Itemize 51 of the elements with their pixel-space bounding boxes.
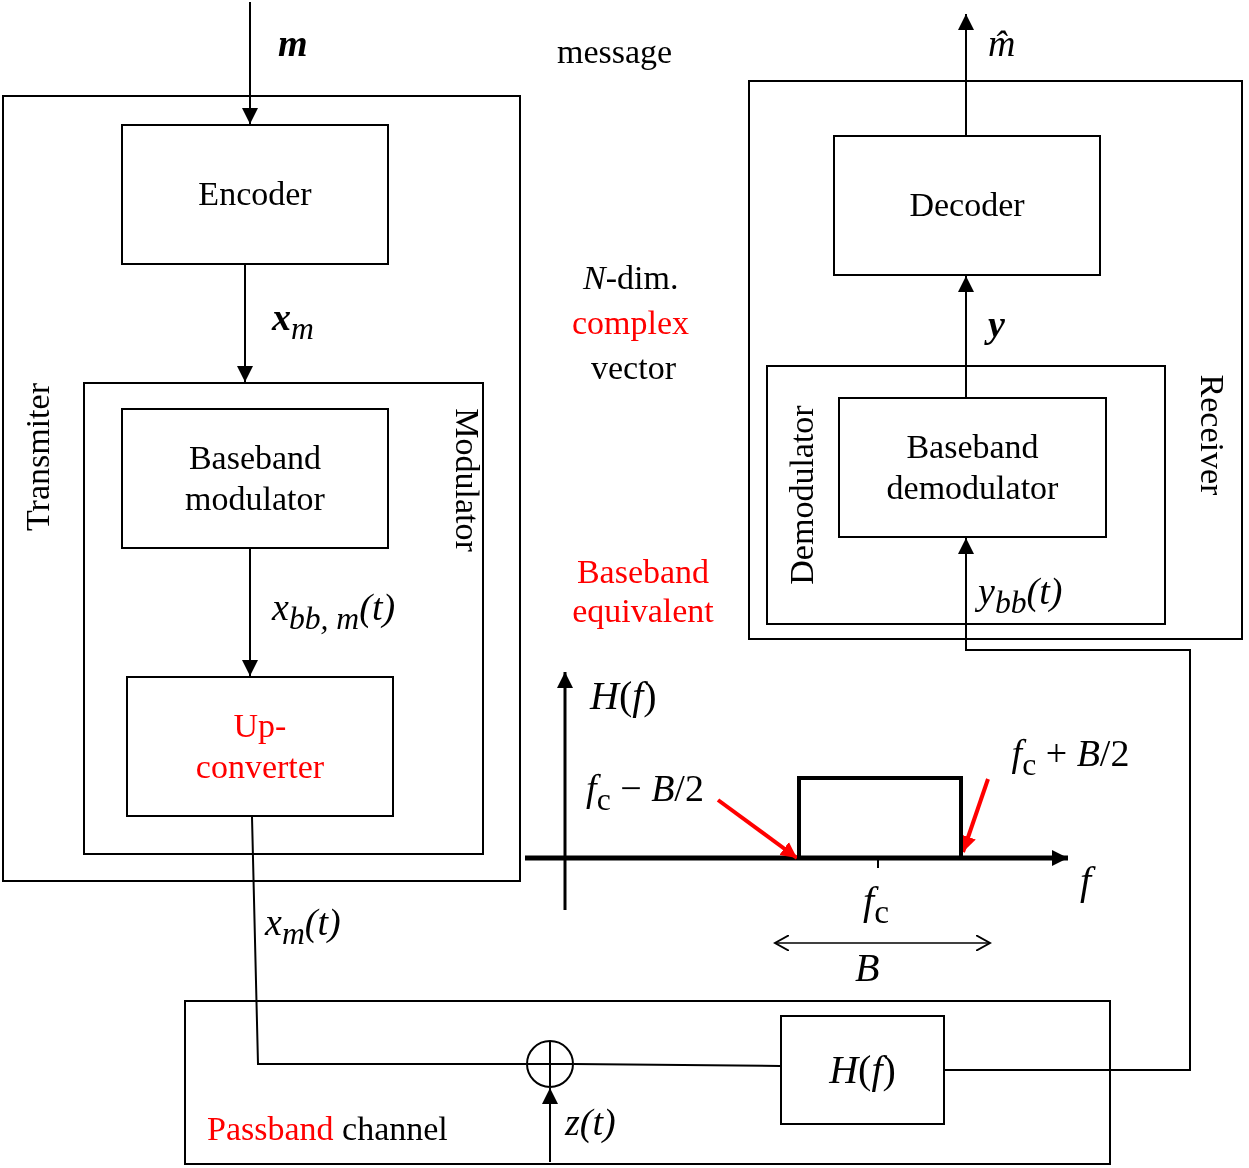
group-title: Transmiter [21,383,55,531]
box-label: Encoder [198,174,312,215]
annotation-text: Baseband equivalent [571,552,715,631]
arrow [242,548,258,677]
formula-label: f$_{c}$ − B/2 [586,766,704,818]
annotation-text: vector [591,348,676,388]
connector-line [251,816,527,1065]
summing-junction [526,1040,574,1088]
group-box [83,382,484,855]
arrow [958,13,974,136]
group-title: Receiver [1195,374,1229,496]
arrow [237,264,253,383]
box-label: Decoder [909,185,1025,226]
tick-label: f$_{c}$ [863,878,889,932]
group-title: Passband channel [207,1112,448,1146]
edge-label: x$_{bb, m}$(t) [272,586,396,637]
annotation-text: N-dim. [583,258,679,298]
process-box [838,397,1107,538]
axis-label: H(f) [590,673,657,719]
edge-label: m [278,22,308,66]
process-box [833,135,1101,276]
annotation-text: complex [572,303,690,343]
edge-label: x$_{m}$(t) [265,901,341,952]
formula-label: f$_{c}$ + B/2 [1011,731,1130,783]
group-box [748,80,1243,640]
edge-label: m̂ [988,22,1016,66]
group-box [766,365,1166,625]
arrow [958,275,974,398]
annotation-text: message [557,32,673,72]
arrow [242,1,258,125]
leader-line [716,798,799,860]
box-label: Baseband demodulator [885,426,1060,508]
dimension-label: B [855,945,880,991]
box-label: Baseband modulator [184,437,326,519]
box-label: Up-converter [194,705,326,787]
process-box [126,676,394,817]
edge-label: x$_{m}$ [272,296,314,347]
pulse-curve [797,776,963,858]
group-title: Modulator [450,408,484,552]
process-box [121,124,389,265]
arrow [542,1087,558,1163]
connector-line [573,1063,781,1067]
edge-label: z(t) [565,1101,616,1145]
process-box [121,408,389,549]
group-title: Demodulator [785,405,819,585]
arrow [944,537,1191,1071]
leader-line [960,778,990,853]
box-label: H(f) [829,1046,896,1094]
group-box [184,1000,1111,1165]
group-box [2,95,521,882]
process-box [780,1015,945,1125]
